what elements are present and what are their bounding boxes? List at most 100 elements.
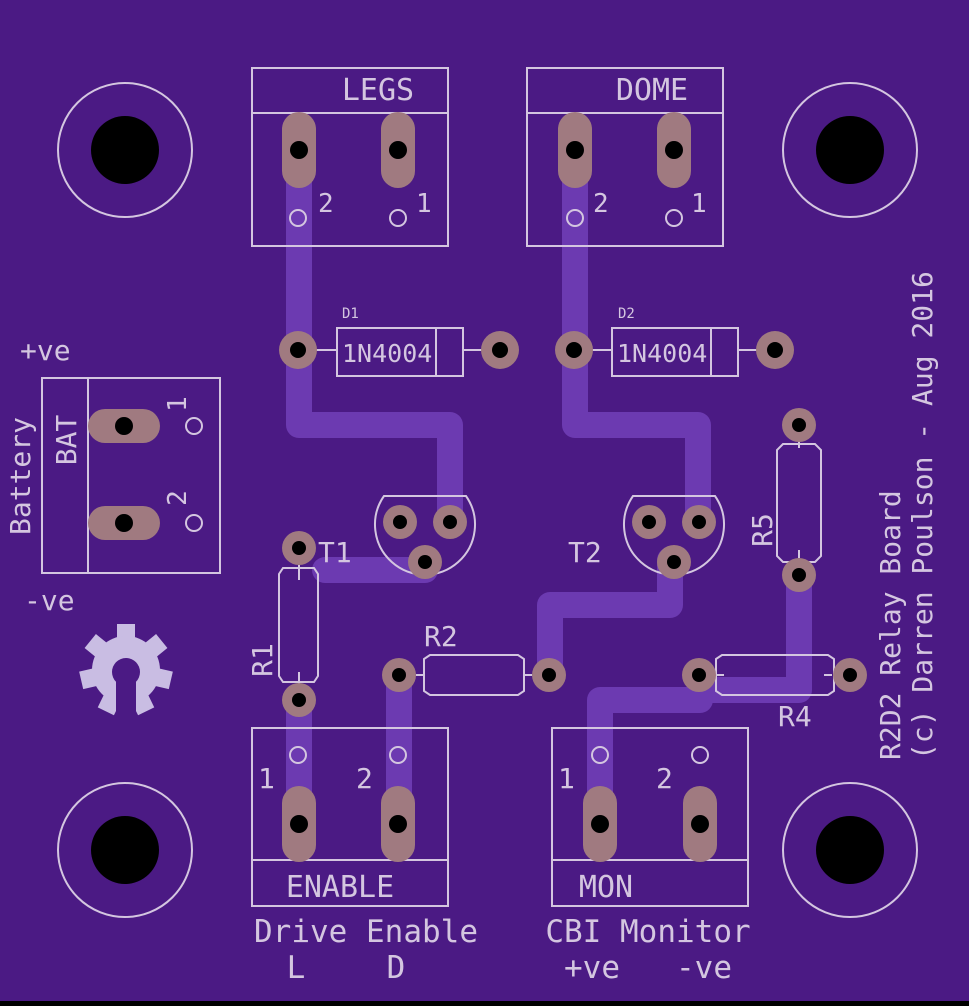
battery-connector-label: BAT xyxy=(50,415,83,466)
enable-pin2-number: 2 xyxy=(356,762,373,795)
d1-value: 1N4004 xyxy=(342,339,432,368)
enable-connector-outline xyxy=(251,727,449,907)
battery-side-label: Battery xyxy=(4,417,37,535)
t1-drill-base xyxy=(418,555,432,569)
t1-drill-collector xyxy=(443,515,457,529)
mount-hole-top-left xyxy=(91,116,159,184)
trace-r5-r4 xyxy=(687,562,812,703)
resistor-r5: R5 xyxy=(746,408,822,592)
mon-pin1-number: 1 xyxy=(558,762,575,795)
enable-connector-label: ENABLE xyxy=(286,870,394,905)
r5-ref: R5 xyxy=(746,513,779,547)
mon-pin2-drill xyxy=(691,815,709,833)
resistor-r1: R1 xyxy=(246,531,319,717)
trace-dome-t2 xyxy=(562,137,711,535)
enable-pin1-number: 1 xyxy=(258,762,275,795)
enable-caption-left: L xyxy=(287,950,306,986)
enable-pin1-drill xyxy=(290,815,308,833)
battery-connector-outline xyxy=(41,377,221,574)
t1-drill-emitter xyxy=(393,515,407,529)
resistor-r2: R2 xyxy=(382,620,566,696)
transistor-t1: T1 xyxy=(318,495,476,579)
mount-hole-top-right-ring xyxy=(782,82,918,218)
bat-pin1-number: 1 xyxy=(163,396,193,412)
enable-caption-right: D xyxy=(387,950,406,986)
legs-pin2-marker xyxy=(289,209,307,227)
enable-caption-line1: Drive Enable xyxy=(254,914,478,950)
r4-ref: R4 xyxy=(778,700,812,733)
t2-drill-collector xyxy=(692,515,706,529)
bat-pin2-drill xyxy=(115,514,133,532)
bat-pin1-drill xyxy=(115,417,133,435)
r5-drill-bottom xyxy=(792,568,806,582)
r2-ref: R2 xyxy=(424,620,458,653)
legs-pin2-drill xyxy=(290,141,308,159)
t2-drill-base xyxy=(667,555,681,569)
dome-pin2-drill xyxy=(566,141,584,159)
trace-t2-r2 xyxy=(537,547,683,688)
dome-pin2-marker xyxy=(566,209,584,227)
dome-connector: DOME 2 1 xyxy=(526,67,724,247)
board-credit: (c) Darren Poulson - Aug 2016 xyxy=(906,271,939,760)
r1-drill-bottom xyxy=(292,693,306,707)
dome-pin1-drill xyxy=(665,141,683,159)
diode-d1: D1 1N4004 xyxy=(279,306,519,377)
legs-pin2-number: 2 xyxy=(318,189,334,219)
r1-ref: R1 xyxy=(246,643,279,677)
mon-connector-outline xyxy=(551,727,749,907)
mount-hole-bottom-right-ring xyxy=(782,782,918,918)
legs-connector-label: LEGS xyxy=(342,73,414,108)
gear-slot xyxy=(116,678,136,718)
mon-pin1-drill xyxy=(591,815,609,833)
d2-drill-anode xyxy=(566,342,582,358)
t2-drill-emitter xyxy=(642,515,656,529)
legs-pin1-drill xyxy=(389,141,407,159)
d1-drill-anode xyxy=(290,342,306,358)
mon-pin2-number: 2 xyxy=(656,762,673,795)
mon-caption-left: +ve xyxy=(564,950,620,986)
d2-value: 1N4004 xyxy=(617,339,707,368)
resistor-r4: R4 xyxy=(682,654,867,733)
diode-d2: D2 1N4004 xyxy=(555,306,794,377)
trace-legs-t1 xyxy=(286,137,463,535)
r5-body xyxy=(776,443,822,563)
battery-minus-label: -ve xyxy=(24,584,75,617)
enable-pin2-drill xyxy=(389,815,407,833)
r5-drill-top xyxy=(792,418,806,432)
d2-body xyxy=(611,327,739,377)
d2-ref: D2 xyxy=(618,306,635,322)
r2-body xyxy=(423,654,525,696)
t2-ref: T2 xyxy=(568,536,602,569)
mon-connector-label: MON xyxy=(579,870,633,905)
r4-drill-left xyxy=(692,668,706,682)
board-title-block: R2D2 Relay Board (c) Darren Poulson - Au… xyxy=(874,271,939,760)
open-hardware-gear-icon xyxy=(79,624,173,718)
bat-pin1-marker xyxy=(185,417,203,435)
r1-drill-top xyxy=(292,541,306,555)
d2-drill-cathode xyxy=(767,342,783,358)
legs-pin1-marker xyxy=(389,209,407,227)
legs-connector-outline xyxy=(251,67,449,247)
enable-pin2-marker xyxy=(389,746,407,764)
transistor-t2: T2 xyxy=(568,495,725,579)
legs-pin1-number: 1 xyxy=(416,189,432,219)
mon-pin1-marker xyxy=(591,746,609,764)
mount-hole-bottom-right xyxy=(816,816,884,884)
d1-ref: D1 xyxy=(342,306,359,322)
r1-body xyxy=(278,567,319,683)
dome-pin2-number: 2 xyxy=(593,189,609,219)
legs-connector: LEGS 2 1 xyxy=(251,67,449,247)
r4-drill-right xyxy=(843,668,857,682)
bottom-captions: Drive Enable L D CBI Monitor +ve -ve xyxy=(254,914,751,986)
mount-hole-bottom-left xyxy=(91,816,159,884)
d1-body xyxy=(336,327,464,377)
mon-caption-right: -ve xyxy=(676,950,732,986)
dome-pin1-marker xyxy=(665,209,683,227)
mounting-hole-icon xyxy=(57,82,918,918)
bat-pin2-number: 2 xyxy=(163,490,193,506)
board-title: R2D2 Relay Board xyxy=(874,490,907,760)
r2-drill-left xyxy=(392,668,406,682)
